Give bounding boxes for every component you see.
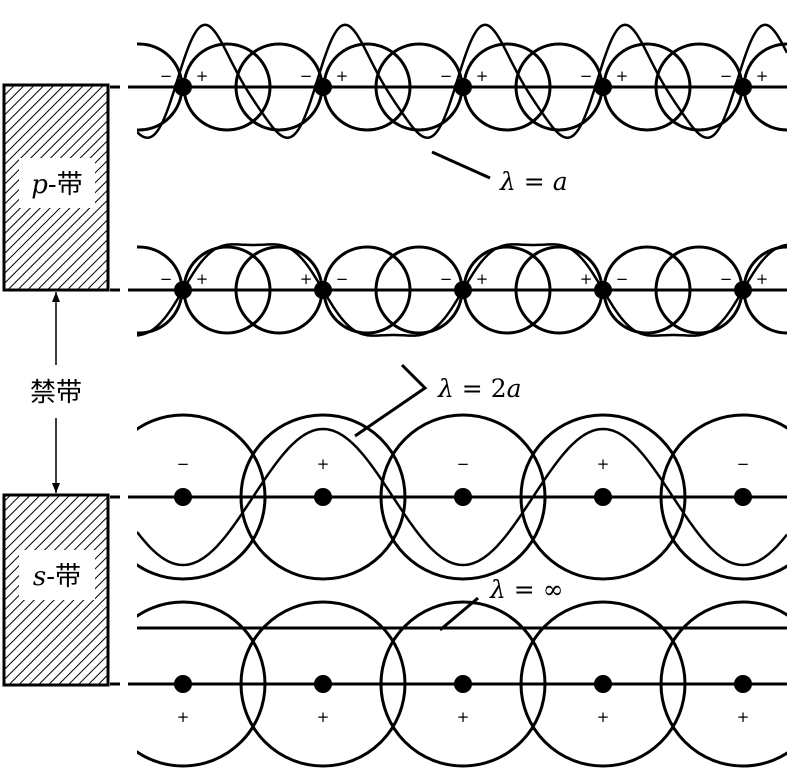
- atom-nucleus: [454, 675, 472, 693]
- wavefunction-lambda-a: [137, 23, 787, 139]
- phase-sign: −: [457, 455, 470, 473]
- phase-sign: −: [160, 270, 173, 288]
- s-orbital: [239, 600, 407, 768]
- phase-sign: +: [597, 455, 610, 473]
- phase-sign: +: [737, 708, 750, 726]
- phase-sign: +: [476, 270, 489, 288]
- band-gap-arrow: 禁带: [30, 292, 82, 493]
- p-band-label: p-带: [31, 170, 82, 200]
- s-orbital: [379, 413, 547, 581]
- phase-sign: −: [616, 270, 629, 288]
- phase-sign: +: [756, 270, 769, 288]
- atom-nucleus: [174, 488, 192, 506]
- s-orbital: [137, 413, 267, 581]
- phase-sign: −: [440, 270, 453, 288]
- phase-sign: +: [457, 708, 470, 726]
- s-orbital: [659, 413, 787, 581]
- atom-nucleus: [594, 675, 612, 693]
- atom-nucleus: [734, 488, 752, 506]
- phase-sign: +: [300, 270, 313, 288]
- atom-nucleus: [454, 488, 472, 506]
- phase-sign: +: [317, 708, 330, 726]
- atom-nucleus: [314, 78, 332, 96]
- atom-nucleus: [174, 78, 192, 96]
- phase-sign: −: [720, 67, 733, 85]
- phase-sign: +: [177, 708, 190, 726]
- phase-sign: −: [177, 455, 190, 473]
- atom-nucleus: [734, 78, 752, 96]
- label-lambda-2a: λ = 2a: [437, 374, 522, 403]
- phase-sign: −: [737, 455, 750, 473]
- phase-sign: +: [476, 67, 489, 85]
- phase-sign: −: [440, 67, 453, 85]
- phase-sign: −: [160, 67, 173, 85]
- phase-sign: +: [580, 270, 593, 288]
- atom-nucleus: [454, 78, 472, 96]
- s-orbital: [379, 600, 547, 768]
- leader-lambda-a: [431, 150, 491, 180]
- atom-nucleus: [314, 281, 332, 299]
- phase-sign: +: [196, 270, 209, 288]
- wavefunction-lambda-2a-s: [137, 427, 787, 567]
- s-orbital: [519, 600, 687, 768]
- s-orbital: [239, 413, 407, 581]
- leader-lines: [354, 150, 491, 632]
- atom-nucleus: [174, 281, 192, 299]
- atom-nucleus: [174, 675, 192, 693]
- s-band-label: s-带: [33, 562, 81, 592]
- phase-sign: −: [300, 67, 313, 85]
- phase-sign: −: [720, 270, 733, 288]
- band-connectors: [110, 85, 138, 686]
- phase-sign: +: [317, 455, 330, 473]
- phase-sign: −: [336, 270, 349, 288]
- phase-sign: +: [597, 708, 610, 726]
- atom-nucleus: [594, 281, 612, 299]
- atom-nucleus: [734, 281, 752, 299]
- atom-nucleus: [314, 488, 332, 506]
- label-lambda-inf: λ = ∞: [489, 575, 564, 604]
- band-gap-label: 禁带: [30, 378, 82, 408]
- label-lambda-a: λ = a: [499, 167, 568, 196]
- phase-sign: +: [336, 67, 349, 85]
- s-orbital: [519, 413, 687, 581]
- s-orbital: [137, 600, 267, 768]
- atom-nucleus: [454, 281, 472, 299]
- phase-sign: +: [756, 67, 769, 85]
- atom-nucleus: [314, 675, 332, 693]
- p-band-box: p-带: [2, 83, 110, 292]
- atom-nucleus: [734, 675, 752, 693]
- atom-nucleus: [594, 78, 612, 96]
- orbital-rows: − + − + − + − + − + − + + − − + + − − + − + − + − + + + + +: [137, 23, 787, 768]
- phase-sign: −: [580, 67, 593, 85]
- s-band-box: s-带: [2, 493, 110, 687]
- atom-nucleus: [594, 488, 612, 506]
- leader-lambda-inf: [439, 596, 479, 632]
- leader-lambda-2a: [354, 363, 428, 438]
- phase-sign: +: [616, 67, 629, 85]
- phase-sign: +: [196, 67, 209, 85]
- s-orbital: [659, 600, 787, 768]
